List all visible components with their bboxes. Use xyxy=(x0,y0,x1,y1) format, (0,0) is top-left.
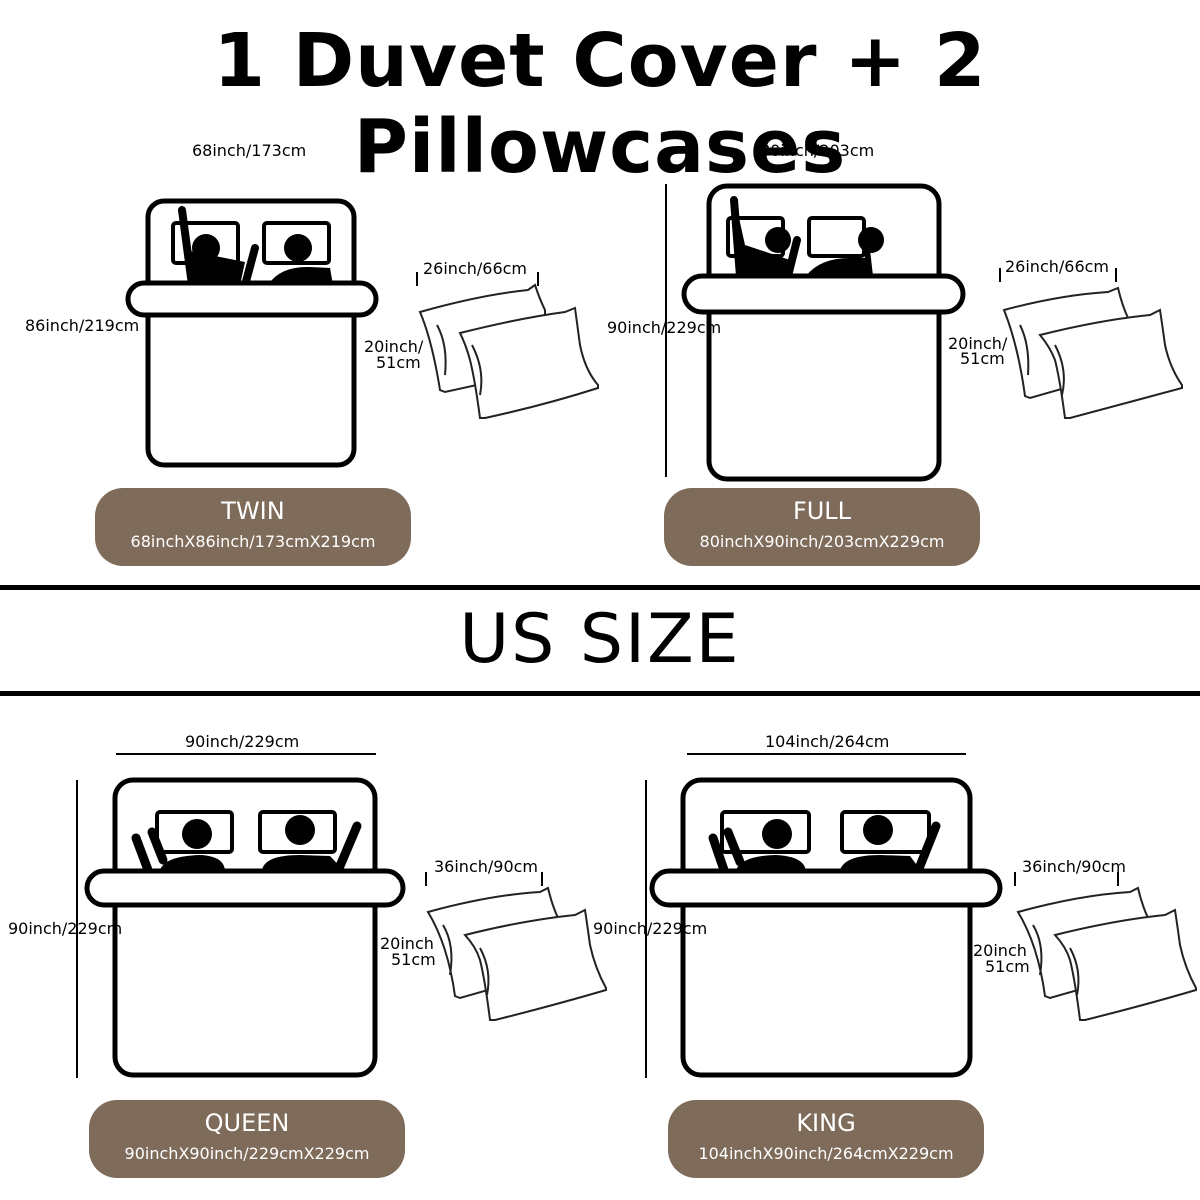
full-width-label: 80inch/203cm xyxy=(760,141,875,160)
full-pillow-width-label: 26inch/66cm xyxy=(1005,257,1110,276)
king-width-label: 104inch/264cm xyxy=(765,732,890,751)
page-title: 1 Duvet Cover + 2 Pillowcases xyxy=(213,18,987,190)
queen-bed-icon xyxy=(84,777,406,1078)
king-pillow-height-label-1: 20inch xyxy=(973,941,1027,960)
twin-pillows-icon xyxy=(416,272,599,419)
king-pillow-height-label-2: 51cm xyxy=(985,957,1030,976)
queen-pillow-height-label-1: 20inch xyxy=(380,934,434,953)
twin-size-dims: 68inchX86inch/173cmX219cm xyxy=(130,532,376,551)
twin-pillow-height-label-2: 51cm xyxy=(376,353,421,372)
twin-pillow-width-label: 26inch/66cm xyxy=(423,259,528,278)
king-size-badge: KING 104inchX90inch/264cmX229cm xyxy=(668,1100,984,1178)
twin-size-badge: TWIN 68inchX86inch/173cmX219cm xyxy=(95,488,411,566)
full-pillow-height-label-1: 20inch/ xyxy=(948,334,1008,353)
full-size-name: FULL xyxy=(792,497,852,525)
full-size-dims: 80inchX90inch/203cmX229cm xyxy=(699,532,945,551)
full-bed-icon xyxy=(681,183,966,482)
divider-bottom-line xyxy=(0,691,1200,696)
queen-pillows-icon xyxy=(425,872,607,1021)
king-length-label: 90inch/229cm xyxy=(593,919,708,938)
king-pillow-width-label: 36inch/90cm xyxy=(1022,857,1127,876)
twin-length-label: 86inch/219cm xyxy=(25,316,140,335)
twin-bed-icon xyxy=(125,198,379,468)
twin-size-name: TWIN xyxy=(221,497,285,525)
full-pillows-icon xyxy=(999,268,1183,419)
queen-pillow-width-label: 36inch/90cm xyxy=(434,857,539,876)
full-size-badge: FULL 80inchX90inch/203cmX229cm xyxy=(664,488,980,566)
queen-size-name: QUEEN xyxy=(204,1109,290,1137)
queen-size-badge: QUEEN 90inchX90inch/229cmX229cm xyxy=(89,1100,405,1178)
us-size-heading: US SIZE xyxy=(459,600,741,679)
queen-length-label: 90inch/229cm xyxy=(8,919,123,938)
king-bed-icon xyxy=(649,777,1003,1078)
twin-width-label: 68inch/173cm xyxy=(192,141,307,160)
full-pillow-height-label-2: 51cm xyxy=(960,349,1005,368)
queen-pillow-height-label-2: 51cm xyxy=(391,950,436,969)
twin-pillow-height-label-1: 20inch/ xyxy=(364,337,424,356)
queen-size-dims: 90inchX90inch/229cmX229cm xyxy=(124,1144,370,1163)
king-pillows-icon xyxy=(1014,872,1197,1021)
queen-width-label: 90inch/229cm xyxy=(185,732,300,751)
king-size-name: KING xyxy=(796,1109,856,1137)
king-size-dims: 104inchX90inch/264cmX229cm xyxy=(698,1144,954,1163)
full-length-label: 90inch/229cm xyxy=(607,318,722,337)
divider-top-line xyxy=(0,585,1200,590)
